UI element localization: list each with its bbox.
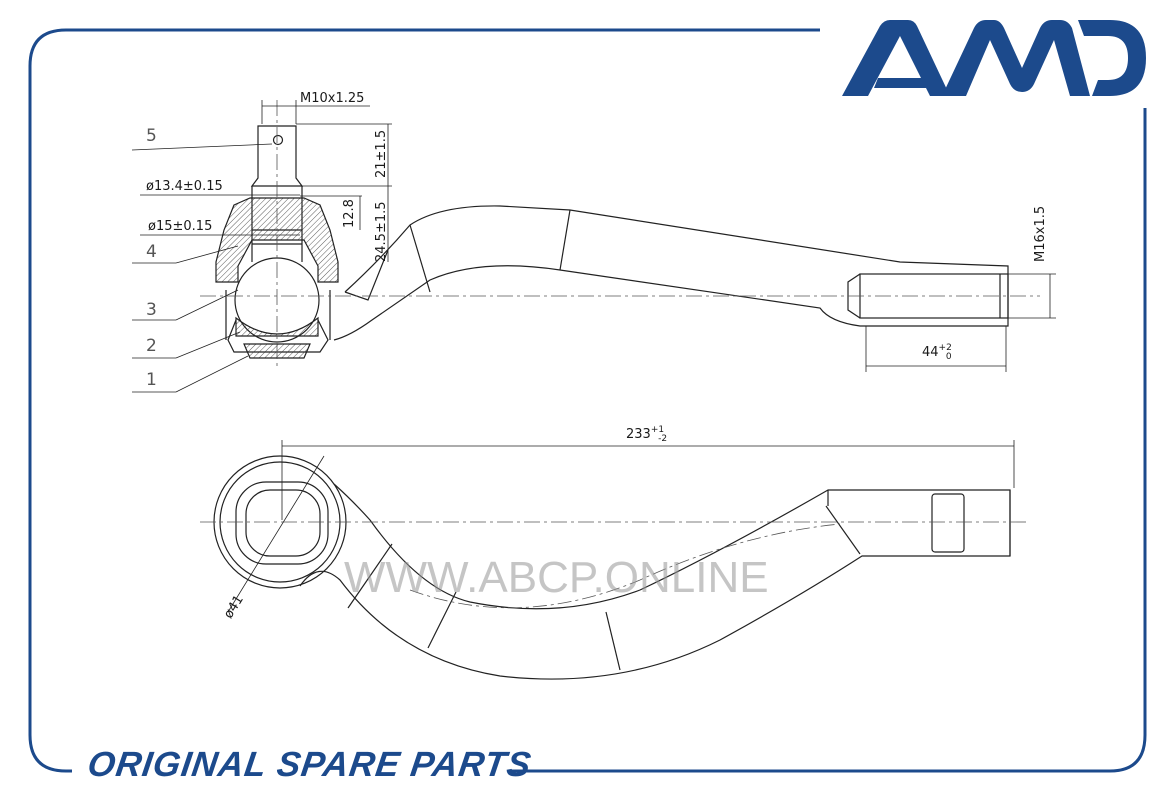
dim-thread-end: M16x1.5	[1033, 205, 1048, 262]
dim-thread-length-tol-upper: +2	[938, 343, 952, 353]
dim-total-length-tol-lower: -2	[658, 434, 668, 444]
dim-total-length-value: 233	[626, 427, 651, 442]
dim-height-24: 24.5±1.5	[374, 201, 389, 262]
dim-diameter-15: ø15±0.15	[148, 219, 213, 234]
dim-thread-length-tol-lower: 0	[945, 352, 952, 362]
dim-total-length: 233+1-2	[626, 425, 668, 444]
dim-height-12: 12.8	[342, 199, 357, 228]
amd-logo	[842, 20, 1146, 96]
callout-1: 1	[146, 370, 157, 390]
dim-total-length-tol-upper: +1	[650, 425, 665, 435]
callout-4: 4	[146, 242, 157, 262]
callout-3: 3	[146, 300, 157, 320]
watermark: WWW.ABCP.ONLINE	[344, 553, 769, 602]
wrench-flat	[931, 493, 965, 553]
arm-upper-edge	[333, 205, 1009, 341]
bearing-seat	[235, 316, 319, 337]
dim-thread-top: M10x1.25	[300, 91, 365, 106]
eye-slot	[245, 489, 321, 557]
cotter-hole	[272, 134, 284, 146]
dim-height-21: 21±1.5	[374, 129, 389, 178]
dim-diameter-13: ø13.4±0.15	[146, 179, 223, 194]
dim-thread-length: 44+20	[922, 343, 952, 362]
callout-5: 5	[146, 126, 157, 146]
dim-thread-length-value: 44	[922, 345, 939, 360]
callout-2: 2	[146, 336, 157, 356]
arm-plan-outline	[299, 483, 1011, 680]
